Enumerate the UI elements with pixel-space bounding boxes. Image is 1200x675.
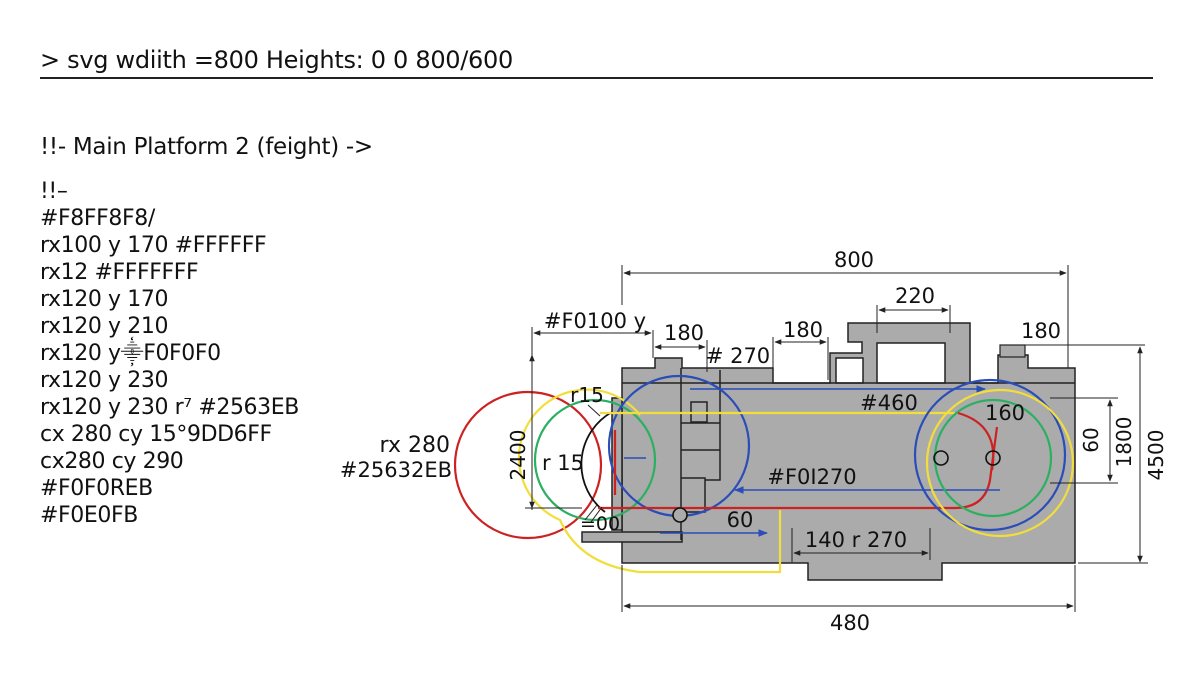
dim-800: 800 [834, 248, 874, 272]
dim-hash-460: #460 [860, 391, 918, 415]
code-line: rx120 y⸎F0F0F0 [40, 341, 221, 366]
dim-480: 480 [830, 611, 870, 635]
blue-circle-right [913, 378, 1067, 532]
dim-60-bottom: 60 [727, 508, 754, 532]
dimension-lines [525, 265, 1148, 612]
red-arc-right [957, 411, 995, 471]
pivot-circle-left [933, 450, 949, 466]
green-circle-right [933, 398, 1053, 518]
code-line: rx120 y 210 [40, 314, 169, 339]
code-attribute-list: !!– #F8FF8F8/ rx100 y 170 #FFFFFF rx12 #… [40, 178, 299, 529]
dim-160: 160 [985, 401, 1025, 425]
right-top-nub [999, 344, 1026, 358]
yellow-loop-left [517, 388, 782, 574]
dim-60-right: 60 [1079, 427, 1103, 452]
code-line: rx120 y 230 r⁷ #2563EB [40, 395, 299, 420]
dim-180-b: 180 [783, 318, 823, 342]
red-circle-left [453, 390, 603, 540]
dim-140-r270: 140 r 270 [805, 528, 907, 552]
svg-header-line: > svg wdiith =800 Heights: 0 0 800/600 [40, 46, 513, 74]
pivot-circle-bottom [672, 507, 688, 523]
yellow-circle-right [925, 388, 1075, 538]
dim-r15-top: r15 [570, 383, 604, 407]
code-line: rx120 y 170 [40, 287, 169, 312]
code-line: #F0F0REB [40, 476, 153, 501]
dim-F0I270: #F0I270 [767, 465, 856, 489]
main-platform-block [621, 322, 1076, 581]
black-arc-left [580, 411, 613, 513]
dim-small-00: =00 [580, 513, 620, 535]
code-line: cx 280 cy 15°9DD6FF [40, 422, 272, 447]
label-color-25632EB: #25632EB [340, 458, 452, 482]
code-line: #F0E0FB [40, 503, 138, 528]
dim-4500: 4500 [1144, 430, 1168, 481]
code-line: rx12 #FFFFFFF [40, 260, 199, 285]
platform-body [621, 322, 1076, 581]
dim-r15-inner: r 15 [542, 451, 584, 475]
upper-window-cutout [876, 342, 946, 384]
red-line-bottom [598, 426, 999, 510]
main-platform-comment: !!- Main Platform 2 (feight) -> [40, 134, 373, 160]
dim-2400: 2400 [506, 430, 530, 481]
pivot-circle-right [985, 450, 1001, 466]
dim-1800: 1800 [1112, 417, 1136, 468]
dim-hash-270: # 270 [706, 344, 770, 368]
inner-structure-lines [622, 368, 1075, 540]
label-rx-280: rx 280 [380, 433, 450, 458]
code-line: rx100 y 170 #FFFFFF [40, 233, 267, 258]
dim-F0100-y: #F0100 y [544, 309, 646, 333]
small-top-block [835, 357, 864, 384]
code-line: rx120 y 230 [40, 368, 169, 393]
dim-180-a: 180 [664, 321, 704, 345]
code-line: cx280 cy 290 [40, 449, 184, 474]
header-divider [40, 77, 1153, 79]
code-line: #F8FF8F8/ [40, 206, 155, 231]
dim-220: 220 [895, 284, 935, 308]
green-circle-left [533, 398, 657, 522]
dim-180-c: 180 [1021, 319, 1061, 343]
code-line: !!– [40, 179, 68, 204]
